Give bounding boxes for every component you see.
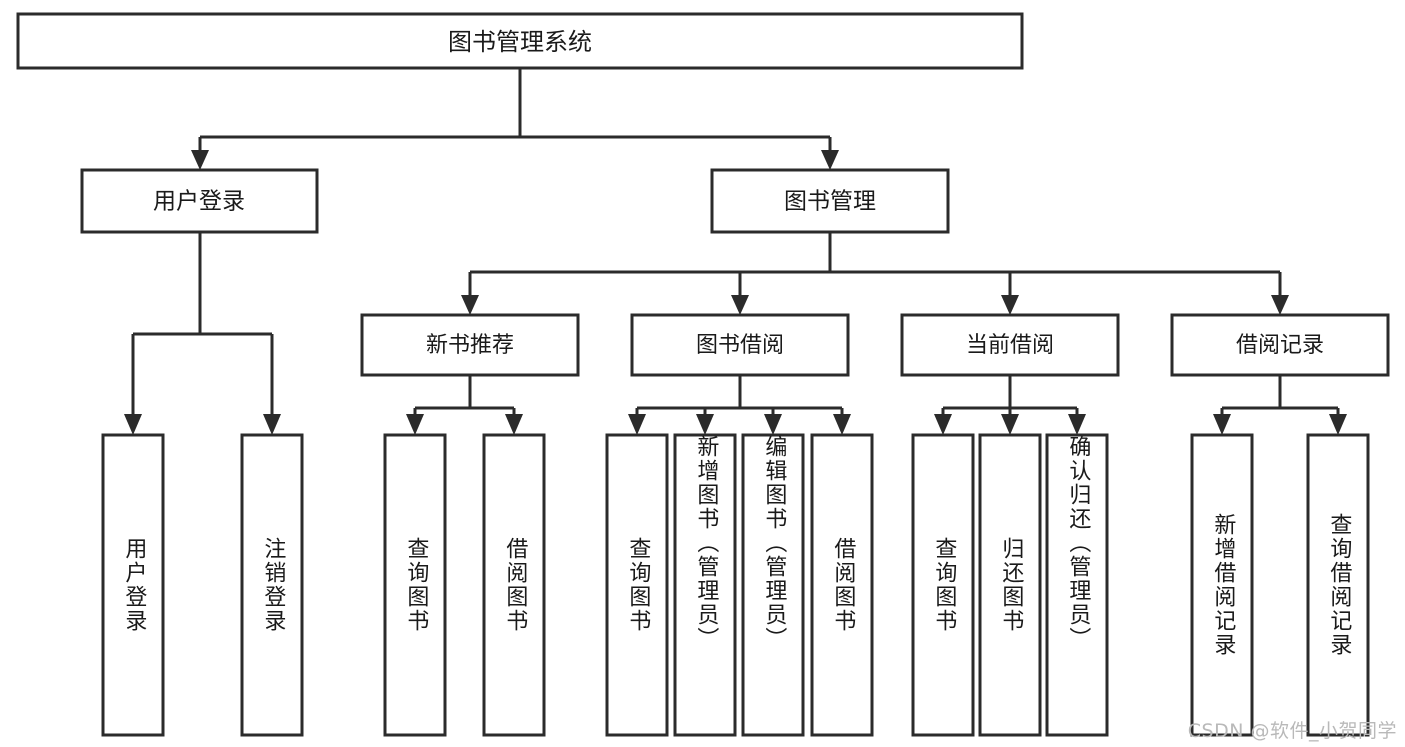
arrow-head-user-login	[191, 150, 209, 170]
arrow-head-new-book-rec	[461, 295, 479, 315]
node-box-leaf-add-record[interactable]	[1190, 433, 1254, 737]
node-label-borrow-record: 借阅记录	[1236, 333, 1324, 358]
node-box-new-book-rec[interactable]	[360, 313, 580, 377]
node-box-leaf-query-book-3[interactable]	[911, 433, 975, 737]
node-box-book-manage[interactable]	[710, 168, 950, 234]
arrow-head-leaf-user-login	[124, 414, 142, 435]
csdn-watermark: CSDN @软件_小贺同学	[1187, 720, 1397, 742]
node-box-leaf-borrow-book-1[interactable]	[482, 433, 546, 737]
arrow-head-borrow-record	[1271, 295, 1289, 315]
arrow-head-leaf-confirm-return	[1068, 414, 1086, 435]
node-box-leaf-borrow-book-2[interactable]	[810, 433, 874, 737]
node-box-leaf-query-book-2[interactable]	[605, 433, 669, 737]
arrow-head-book-borrow	[731, 295, 749, 315]
arrow-head-leaf-query-book-2	[628, 414, 646, 435]
node-box-leaf-query-record[interactable]	[1306, 433, 1370, 737]
node-label-user-login: 用户登录	[153, 189, 245, 215]
arrow-head-leaf-add-record	[1213, 414, 1231, 435]
node-label-book-manage: 图书管理	[784, 189, 876, 215]
arrow-head-leaf-return-book	[1001, 414, 1019, 435]
arrow-head-leaf-query-book-1	[406, 414, 424, 435]
node-box-user-login[interactable]	[80, 168, 319, 234]
node-layer: 图书管理系统 用户登录 图书管理 新书推荐 图书借阅 当前借阅 借阅记录	[16, 12, 1390, 737]
node-label-current-borrow: 当前借阅	[966, 333, 1054, 358]
arrow-head-leaf-edit-book	[764, 414, 782, 435]
node-label-book-borrow: 图书借阅	[696, 333, 784, 358]
node-box-leaf-edit-book[interactable]	[741, 433, 805, 737]
node-box-leaf-confirm-return[interactable]	[1045, 433, 1109, 737]
node-label-root: 图书管理系统	[448, 28, 592, 56]
node-box-leaf-add-book[interactable]	[673, 433, 737, 737]
node-box-borrow-record[interactable]	[1170, 313, 1390, 377]
arrow-head-leaf-query-record	[1329, 414, 1347, 435]
node-box-leaf-user-login[interactable]	[101, 433, 165, 737]
arrow-head-leaf-logout	[263, 414, 281, 435]
node-box-current-borrow[interactable]	[900, 313, 1120, 377]
arrow-head-book-manage	[821, 150, 839, 170]
node-box-root[interactable]	[16, 12, 1024, 70]
arrow-head-leaf-query-book-3	[934, 414, 952, 435]
arrow-head-leaf-add-book	[696, 414, 714, 435]
node-label-new-book-rec: 新书推荐	[426, 333, 514, 358]
arrow-head-leaf-borrow-book-2	[833, 414, 851, 435]
node-box-leaf-query-book-1[interactable]	[383, 433, 447, 737]
node-box-leaf-return-book[interactable]	[978, 433, 1042, 737]
connector-layer	[124, 68, 1347, 435]
arrow-head-leaf-borrow-book-1	[505, 414, 523, 435]
node-box-book-borrow[interactable]	[630, 313, 850, 377]
node-box-leaf-logout[interactable]	[240, 433, 304, 737]
arrow-head-current-borrow	[1001, 295, 1019, 315]
